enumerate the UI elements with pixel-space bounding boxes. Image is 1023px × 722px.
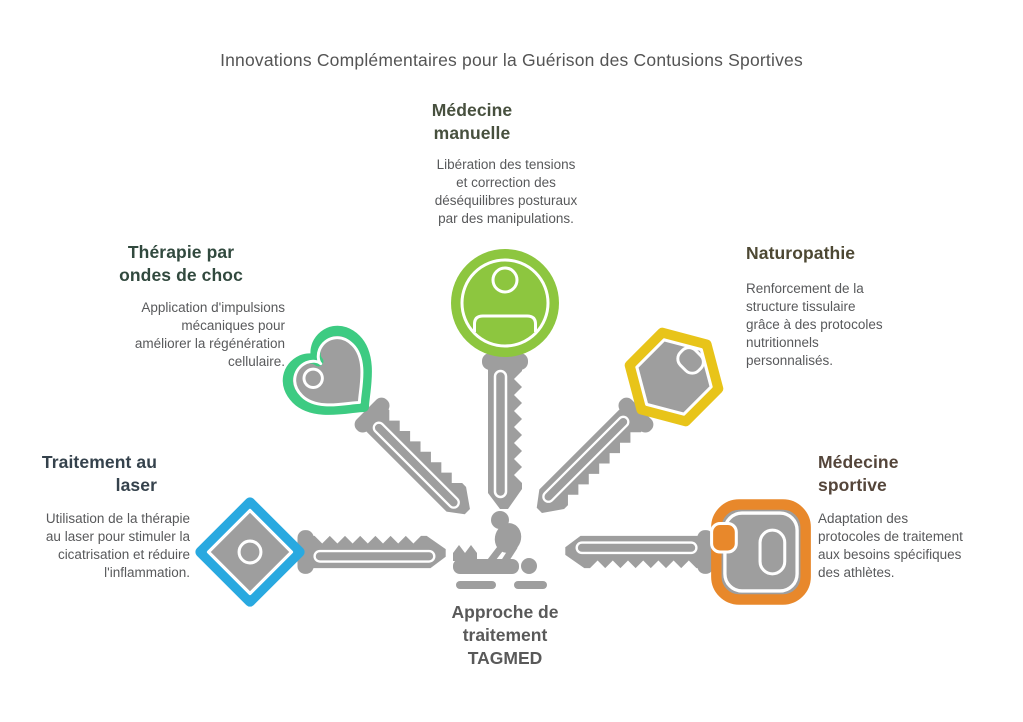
key-hole: [237, 539, 263, 565]
patient-head: [521, 558, 537, 574]
key-medecine-manuelle: [451, 249, 559, 511]
key-shaft: [564, 528, 715, 576]
infographic-title: Innovations Complémentaires pour la Guér…: [220, 50, 803, 70]
key-slot: [473, 314, 537, 332]
key-head-circle: [451, 249, 559, 357]
heading-traitement-laser: Traitement au laser: [41, 452, 157, 495]
body-traitement-laser: Utilisation de la thérapie au laser pour…: [45, 511, 190, 580]
key-shaft: [296, 528, 447, 576]
key-shaft: [350, 393, 485, 528]
key-naturopathie: [523, 316, 734, 528]
patient-body: [453, 559, 519, 574]
key-laser: [201, 503, 447, 602]
heading-naturopathie: Naturopathie: [746, 243, 856, 263]
patient-legs: [453, 545, 477, 561]
table-base: [456, 581, 496, 589]
body-ondes-de-choc: Application d'impulsions mécaniques pour…: [134, 300, 285, 369]
key-medecine-sportive: [564, 499, 811, 605]
heading-medecine-manuelle: Médecine manuelle: [431, 100, 513, 143]
heading-ondes-de-choc: Thérapie par ondes de choc: [119, 242, 243, 285]
heading-medecine-sportive: Médecine sportive: [818, 452, 899, 495]
key-notch: [710, 521, 738, 554]
body-medecine-manuelle: Libération des tensions et correction de…: [434, 157, 578, 226]
body-naturopathie: Renforcement de la structure tissulaire …: [746, 281, 883, 368]
key-ondes-de-choc: [278, 321, 485, 528]
key-head-hexagon: [613, 316, 734, 437]
key-head-diamond: [201, 503, 300, 602]
key-hole: [302, 367, 324, 389]
key-head-square: [710, 499, 811, 605]
massage-therapy-icon: [453, 511, 547, 589]
key-head-heart: [278, 321, 394, 437]
center-label-tagmed: Approche de traitement TAGMED: [451, 602, 559, 668]
key-hole: [758, 528, 787, 576]
key-shaft: [523, 393, 658, 528]
table-base: [514, 581, 547, 589]
key-hole: [676, 346, 705, 375]
body-medecine-sportive: Adaptation des protocoles de traitement …: [818, 511, 963, 580]
key-shaft: [480, 351, 530, 511]
key-hole: [491, 266, 519, 294]
